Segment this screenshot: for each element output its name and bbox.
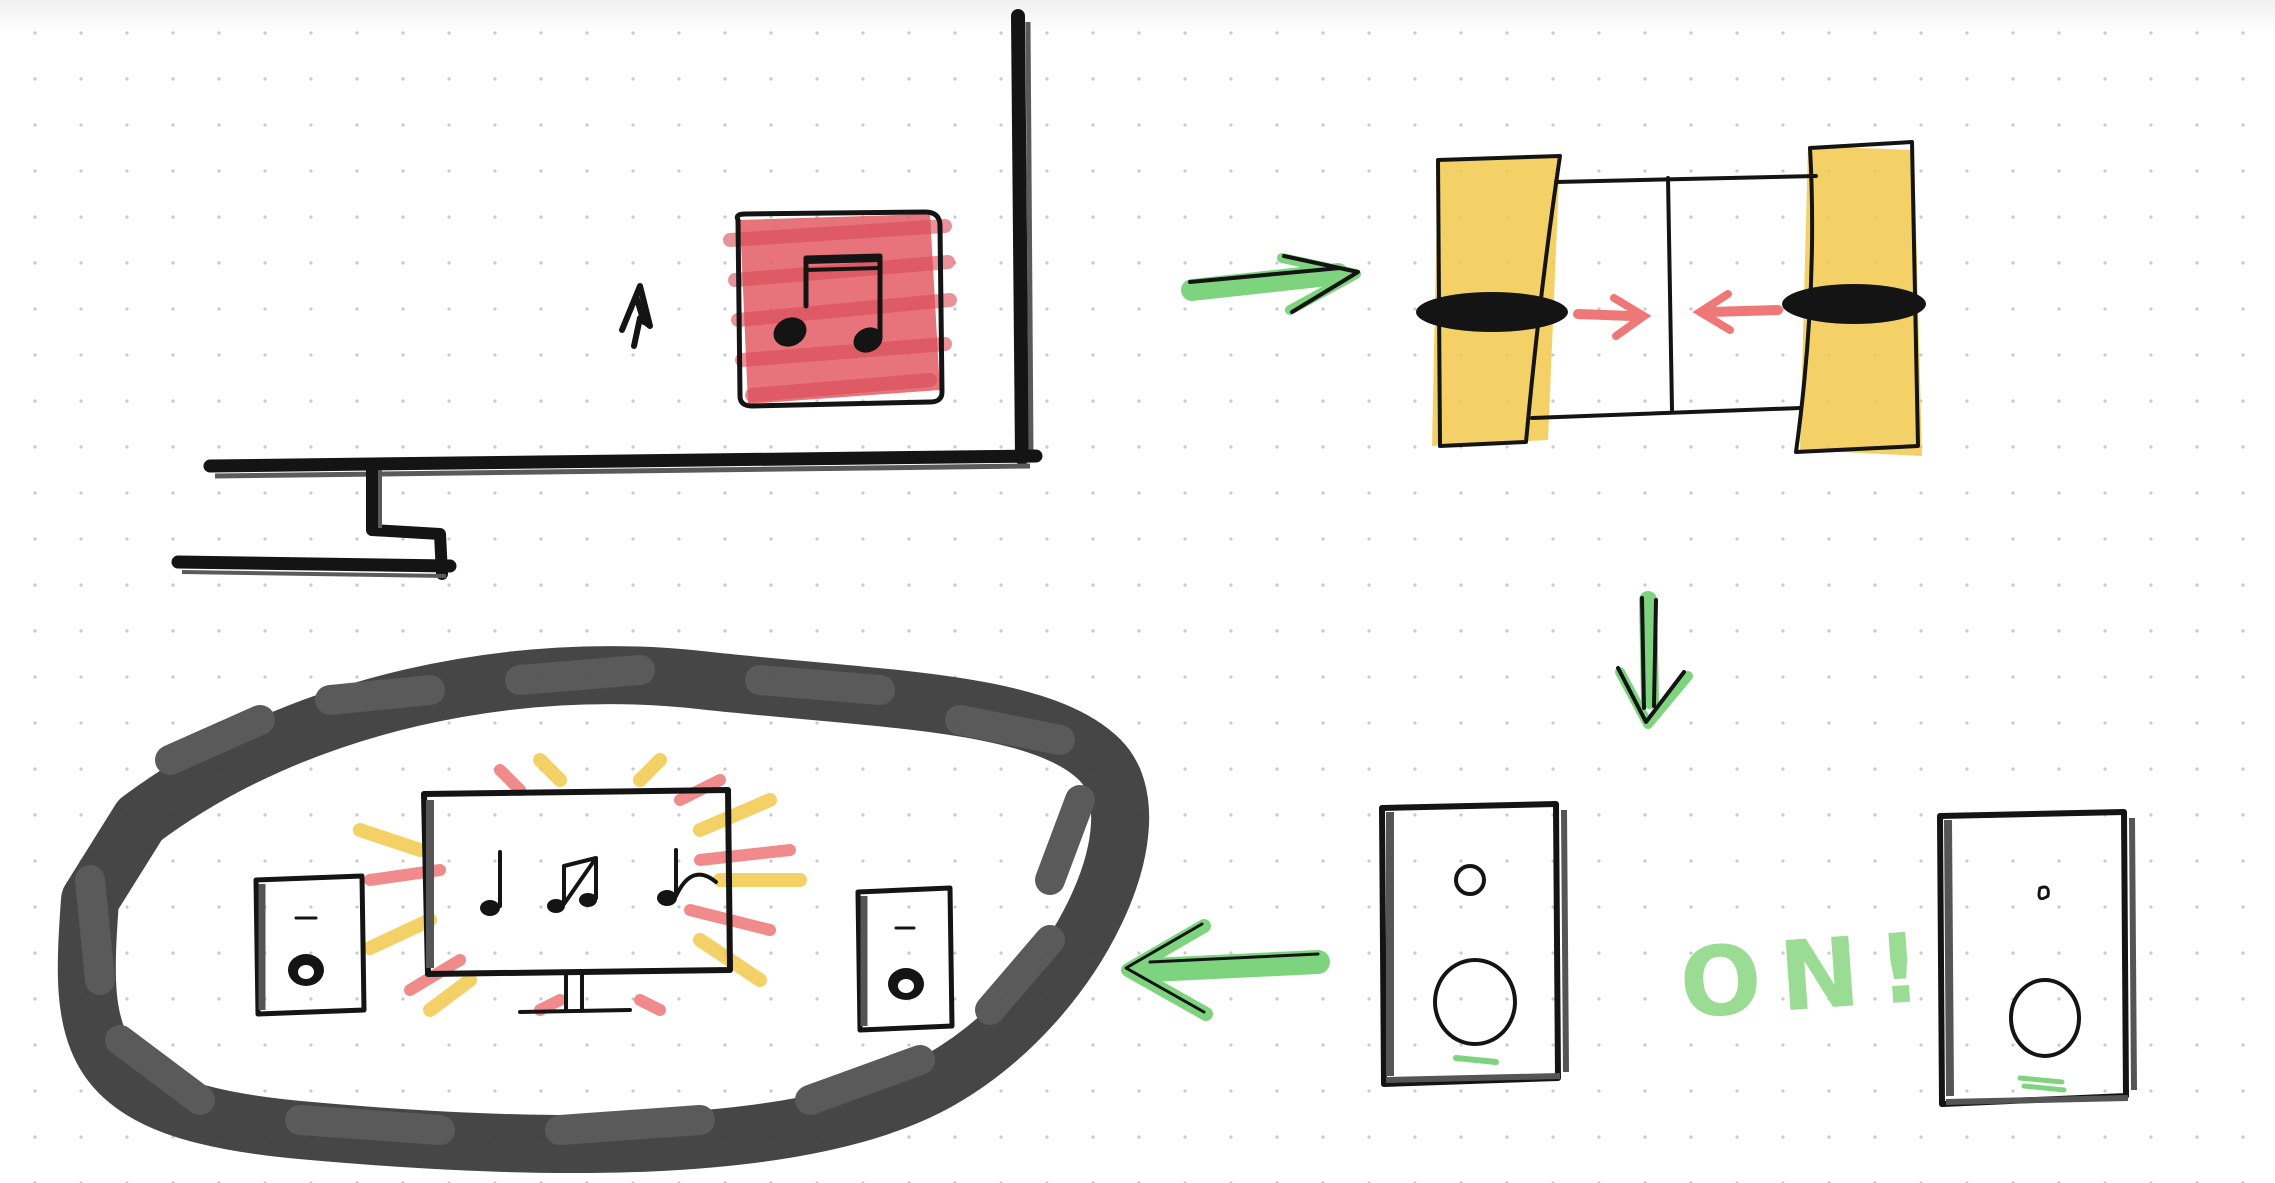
top-shade [0,0,2275,34]
music-note-icon [723,209,957,409]
gray-scribble-cloud [57,646,1150,1174]
speaker-icon [855,885,955,1033]
arrow-icon [1181,253,1361,315]
mouse-pointer-icon [619,283,653,349]
speaker-icon [1379,801,1569,1087]
speaker-on-label: ON! [1676,911,1943,1041]
arrow-down-icon [1615,591,1693,729]
step1-monitor-corner [171,9,1043,580]
arrow-left-icon [1121,919,1330,1021]
speaker-icon [253,873,367,1017]
monitor-icon [353,753,807,1017]
speaker-icon [1937,809,2137,1107]
cable-connector-icon [1416,140,1926,456]
